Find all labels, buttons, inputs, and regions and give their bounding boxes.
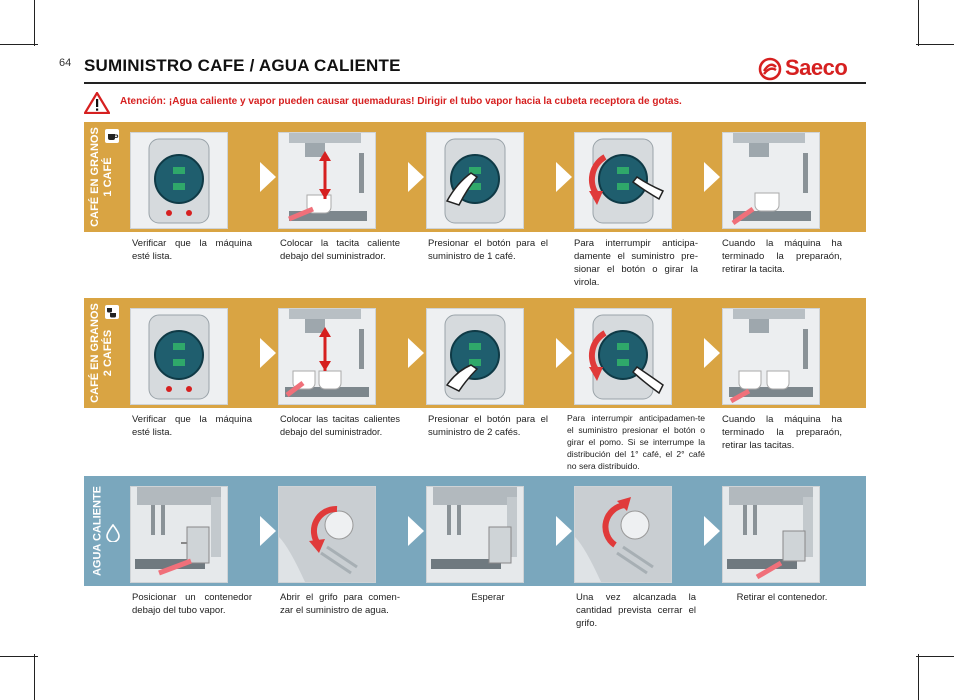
- step-caption: Verificar que la máquina esté lista.: [132, 238, 252, 262]
- step-photo-close-tap: [574, 486, 672, 583]
- step-arrow-icon: [556, 516, 572, 546]
- step-caption: Para interrumpir anticipadamen-te el sum…: [567, 413, 705, 471]
- step-photo-panel: [130, 308, 228, 405]
- step-caption: Abrir el grifo para comen-zar el suminis…: [280, 592, 400, 616]
- step-arrow-icon: [260, 162, 276, 192]
- step-photo-cup: [278, 132, 376, 229]
- step-arrow-icon: [556, 338, 572, 368]
- section-band-3-agua: AGUA CALIENTE: [84, 476, 866, 586]
- section-label-line1: CAFÉ EN GRANOS: [89, 303, 101, 403]
- step-caption: Esperar: [471, 592, 505, 603]
- step-arrow-icon: [408, 162, 424, 192]
- saeco-logo: Saeco: [758, 55, 868, 83]
- step-caption: Presionar el botón para el suministro de…: [428, 238, 548, 262]
- crop-mark: [918, 0, 919, 46]
- step-caption: Verificar que la máquina esté lista.: [132, 414, 252, 438]
- coffee-machine-panel-image: [131, 133, 227, 228]
- section-label-line2: 2 CAFÉS: [102, 329, 114, 377]
- warning-banner: Atención: ¡Agua caliente y vapor pueden …: [84, 92, 866, 116]
- step-caption: Retirar el contenedor.: [736, 592, 828, 603]
- single-cup-icon: [105, 129, 119, 143]
- coffee-machine-remove-container-image: [723, 487, 819, 582]
- coffee-machine-close-tap-image: [575, 487, 671, 582]
- step-photo-container: [130, 486, 228, 583]
- coffee-machine-press-image: [427, 133, 523, 228]
- saeco-swirl-icon: [758, 57, 782, 81]
- section-label-line1: CAFÉ EN GRANOS: [89, 127, 101, 227]
- section-label-line2: 1 CAFÉ: [102, 157, 114, 197]
- step-photo-wait: [426, 486, 524, 583]
- step-caption: Una vez alcanzada la cantidad prevista c…: [576, 592, 696, 629]
- step-photo-remove: [722, 308, 820, 405]
- step-photo-panel: [130, 132, 228, 229]
- coffee-machine-container-image: [131, 487, 227, 582]
- step-caption: Presionar el botón para el suministro de…: [428, 414, 548, 438]
- step-photo-press: [426, 308, 524, 405]
- coffee-machine-remove-image: [723, 309, 819, 404]
- page-title: SUMINISTRO CAFE / AGUA CALIENTE: [84, 56, 401, 75]
- section-label-line1: AGUA CALIENTE: [91, 485, 104, 577]
- crop-mark: [916, 44, 954, 45]
- crop-mark: [918, 654, 919, 700]
- step-photo-interrupt: [574, 132, 672, 229]
- step-arrow-icon: [260, 338, 276, 368]
- title-rule: [84, 82, 866, 84]
- coffee-machine-interrupt-image: [575, 309, 671, 404]
- step-caption: Posicionar un contenedor debajo del tubo…: [132, 592, 252, 616]
- brand-name: Saeco: [785, 55, 848, 80]
- step-caption: Colocar la tacita caliente debajo del su…: [280, 238, 400, 262]
- step-photo-remove-container: [722, 486, 820, 583]
- step-arrow-icon: [408, 338, 424, 368]
- step-arrow-icon: [260, 516, 276, 546]
- water-drop-icon: [106, 524, 120, 542]
- step-photo-press: [426, 132, 524, 229]
- coffee-machine-cups-image: [279, 309, 375, 404]
- coffee-machine-cup-image: [279, 133, 375, 228]
- step-caption: Para interrumpir anticipa-damente el sum…: [574, 238, 698, 288]
- step-arrow-icon: [704, 162, 720, 192]
- step-caption: Cuando la máquina ha terminado la prepar…: [722, 238, 842, 275]
- coffee-machine-wait-image: [427, 487, 523, 582]
- step-caption: Cuando la máquina ha terminado la prepar…: [722, 414, 842, 451]
- step-photo-cups: [278, 308, 376, 405]
- crop-mark: [34, 654, 35, 700]
- step-arrow-icon: [704, 338, 720, 368]
- step-arrow-icon: [556, 162, 572, 192]
- step-photo-open-tap: [278, 486, 376, 583]
- crop-mark: [0, 656, 38, 657]
- coffee-machine-press-image: [427, 309, 523, 404]
- step-arrow-icon: [408, 516, 424, 546]
- crop-mark: [0, 44, 38, 45]
- coffee-machine-open-tap-image: [279, 487, 375, 582]
- double-cup-icon: [105, 305, 119, 319]
- warning-triangle-icon: [84, 92, 110, 114]
- step-caption: Colocar las tacitas calientes debajo del…: [280, 414, 400, 437]
- crop-mark: [34, 0, 35, 46]
- page-number: 64: [59, 57, 72, 69]
- step-photo-remove: [722, 132, 820, 229]
- warning-text: Atención: ¡Agua caliente y vapor pueden …: [120, 96, 682, 107]
- crop-mark: [916, 656, 954, 657]
- coffee-machine-panel-image: [131, 309, 227, 404]
- coffee-machine-remove-image: [723, 133, 819, 228]
- step-photo-interrupt: [574, 308, 672, 405]
- coffee-machine-interrupt-image: [575, 133, 671, 228]
- step-arrow-icon: [704, 516, 720, 546]
